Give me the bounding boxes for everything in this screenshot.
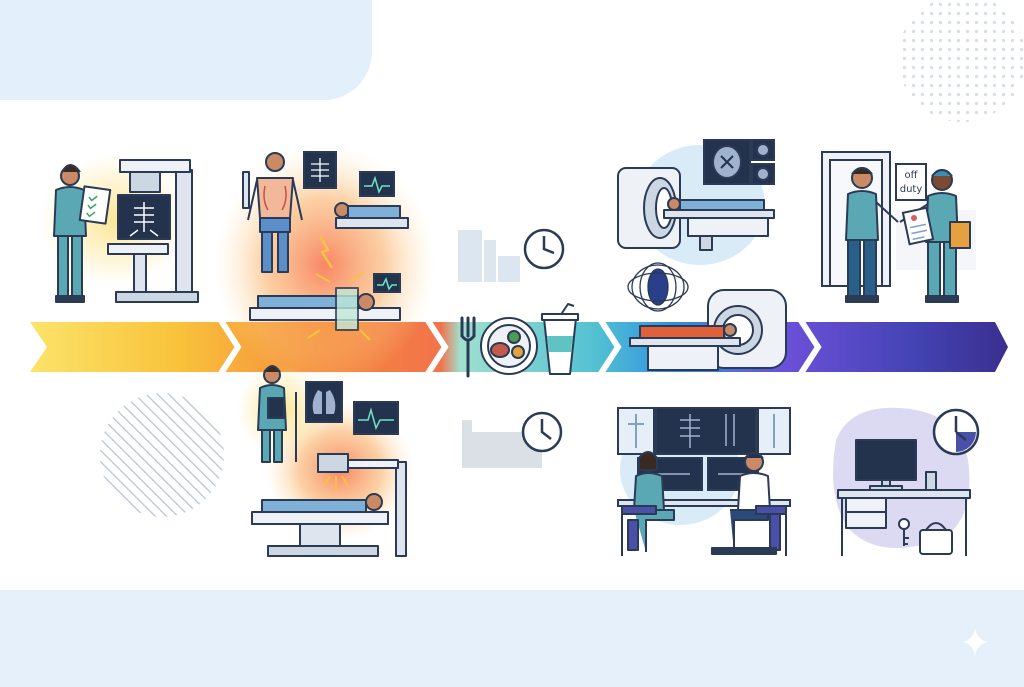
lung-xray-film-icon — [305, 381, 343, 423]
bag-icon — [919, 522, 953, 555]
top-left-panel — [0, 0, 372, 100]
ct-scanner-icon — [629, 289, 787, 371]
handshake-icon — [845, 167, 971, 303]
wall-clock-icon — [932, 408, 980, 456]
dotted-circle-decoration — [898, 0, 1024, 122]
chest-xray-film-icon — [303, 151, 337, 189]
door-sign-line2: duty — [900, 184, 923, 195]
radiologist-pair-icon — [621, 451, 787, 555]
ceiling-xray-icon — [251, 453, 407, 557]
technician-clipboard-icon — [53, 164, 112, 303]
desk-computer-icon — [837, 439, 971, 556]
lounge-scene — [462, 411, 563, 468]
door-sign-line1: off — [904, 170, 918, 181]
drink-cup-icon — [541, 303, 579, 375]
mri-scanner-icon — [617, 167, 775, 251]
break-scene — [458, 228, 579, 378]
ecg-monitor-icon — [353, 401, 399, 435]
chevron-2 — [422, 314, 449, 380]
xray-technician-scene — [40, 155, 199, 303]
brain-scan-screen-icon — [703, 139, 775, 185]
chest-imaging-scene — [215, 145, 435, 385]
image-review-scene — [617, 407, 791, 556]
mri-scan-scene — [617, 139, 775, 265]
wall-clock-icon — [521, 411, 563, 453]
wall-clock-icon — [523, 228, 565, 270]
handover-scene: off duty — [821, 151, 976, 303]
chevron-3 — [595, 314, 622, 380]
timeline-chevrons — [215, 314, 822, 380]
water-cooler-icon — [458, 230, 520, 282]
magnetic-field-icon — [627, 262, 689, 312]
fork-icon — [460, 316, 476, 378]
vital-monitor-icon — [359, 171, 401, 293]
hatched-circle-decoration — [100, 393, 224, 517]
technician-tablet-icon — [257, 365, 297, 463]
xray-machine-icon — [107, 159, 199, 303]
chevron-4 — [795, 314, 822, 380]
shift-end-scene — [833, 407, 980, 556]
bedside-xray-scene — [237, 365, 415, 557]
keys-icon — [898, 518, 910, 546]
meal-plate-icon — [480, 317, 538, 375]
sparkle-icon — [962, 628, 988, 656]
ct-scan-scene — [627, 262, 787, 371]
report-sheet-icon — [901, 206, 935, 246]
standing-patient-icon — [242, 152, 303, 273]
patient-on-table-icon — [249, 202, 409, 341]
chevron-1 — [215, 314, 242, 380]
bottom-band — [0, 590, 1024, 687]
